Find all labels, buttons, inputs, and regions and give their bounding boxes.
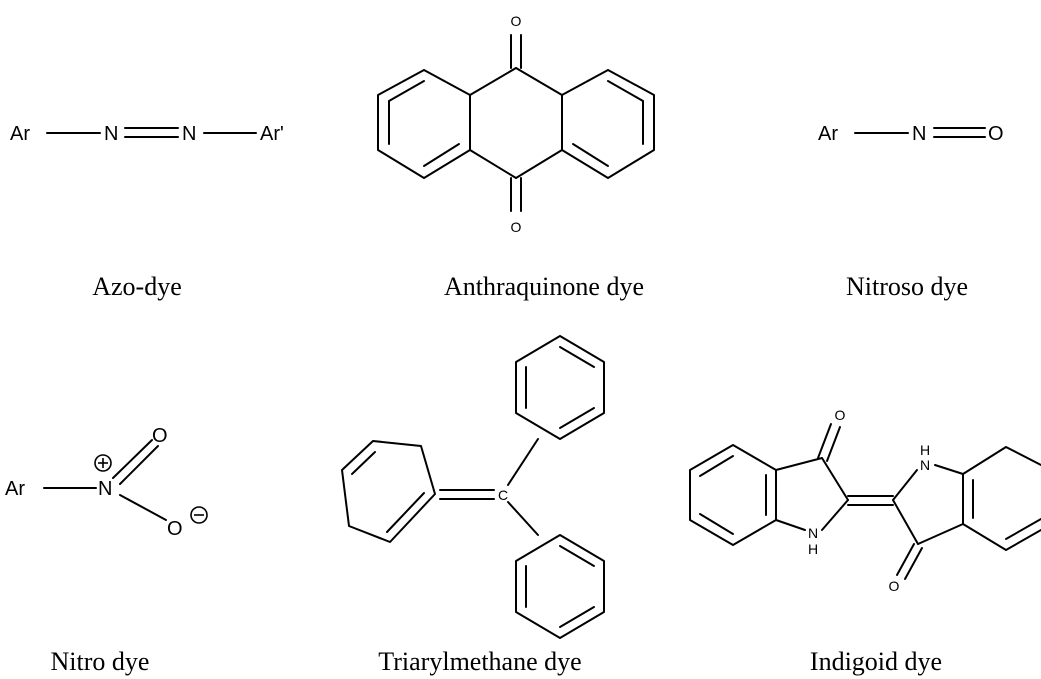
triarylmethane-bottom-double-2 xyxy=(559,606,595,628)
triarylmethane-quinoid-double-1 xyxy=(351,451,376,475)
indigoid-top-oxygen: O xyxy=(835,407,846,423)
indigoid-bottom-carbonyl-a xyxy=(896,543,915,576)
triarylmethane-bottom-double-1 xyxy=(559,545,595,567)
indigoid-right-n-bond-b xyxy=(934,464,964,475)
triarylmethane-c-top-bond xyxy=(507,438,539,486)
indigoid-bottom-oxygen: O xyxy=(889,578,900,594)
nitroso-n-label: N xyxy=(912,123,926,145)
indigoid-right-benzene-ring xyxy=(962,446,1041,551)
indigoid-left-c2-bond xyxy=(821,457,849,501)
anthraquinone-right-double-1 xyxy=(607,80,644,102)
azo-n2-label: N xyxy=(182,123,196,145)
nitroso-dye-caption: Nitroso dye xyxy=(846,272,968,301)
triarylmethane-dye-caption: Triarylmethane dye xyxy=(378,647,581,676)
nitro-o1-label: O xyxy=(152,425,168,447)
anthraquinone-structure: O O xyxy=(377,13,655,235)
positive-charge-icon xyxy=(94,454,112,472)
indigoid-right-n-bond-a xyxy=(892,469,918,501)
indigoid-right-double-2 xyxy=(1005,518,1041,540)
anthraquinone-left-double-1 xyxy=(388,80,425,102)
indigoid-structure: N H O H N O xyxy=(689,407,1041,594)
indigoid-right-c3-bond xyxy=(892,499,919,545)
negative-charge-icon xyxy=(190,506,208,524)
anthraquinone-central-bond-2 xyxy=(515,67,563,96)
anthraquinone-top-oxygen: O xyxy=(511,13,522,29)
azo-ar-label: Ar xyxy=(10,123,30,145)
indigoid-left-n-bond-b xyxy=(775,519,806,531)
triarylmethane-top-ring xyxy=(515,335,605,440)
nitro-n-o-double-a xyxy=(112,439,153,479)
triarylmethane-c-bottom-bond xyxy=(507,501,539,536)
triarylmethane-quinoid-double-2 xyxy=(386,492,425,533)
indigoid-left-c3-bond xyxy=(775,457,823,471)
azo-n1-label: N xyxy=(104,123,118,145)
anthraquinone-right-double-3 xyxy=(572,143,609,167)
nitro-n-o-double-b xyxy=(119,445,159,485)
nitro-dye-caption: Nitro dye xyxy=(51,647,150,676)
anthraquinone-central-bond-3 xyxy=(469,149,517,179)
anthraquinone-left-double-3 xyxy=(423,143,460,167)
triarylmethane-bottom-ring xyxy=(515,534,605,639)
indigoid-right-c3a-bond xyxy=(917,523,964,545)
indigoid-bottom-h: H xyxy=(808,541,818,557)
indigoid-dye-caption: Indigoid dye xyxy=(810,647,942,676)
nitro-ar-label: Ar xyxy=(5,478,25,500)
nitroso-ar-label: Ar xyxy=(818,123,838,145)
anthraquinone-left-ring xyxy=(377,69,471,179)
triarylmethane-top-double-2 xyxy=(559,407,595,429)
anthraquinone-central-bond-1 xyxy=(469,67,517,96)
triarylmethane-structure: C xyxy=(341,335,605,639)
triarylmethane-top-double-1 xyxy=(559,346,595,368)
indigoid-left-n-bond-a xyxy=(821,499,849,531)
nitroso-o-label: O xyxy=(988,123,1004,145)
nitro-o2-label: O xyxy=(167,518,183,540)
indigoid-bottom-n: N xyxy=(808,525,818,541)
indigoid-left-benzene-ring xyxy=(689,444,777,546)
indigoid-bottom-carbonyl-b xyxy=(904,547,923,580)
nitroso-dye-structure: Ar N O xyxy=(818,123,1004,145)
anthraquinone-central-bond-4 xyxy=(515,149,563,179)
triarylmethane-quinoid-ring xyxy=(341,440,436,543)
azo-dye-caption: Azo-dye xyxy=(92,272,182,301)
indigoid-top-carbonyl-a xyxy=(817,423,832,459)
indigoid-top-carbonyl-b xyxy=(826,426,841,462)
indigoid-top-n: N xyxy=(920,457,930,473)
nitro-dye-structure: Ar N O O xyxy=(5,425,208,540)
anthraquinone-dye-caption: Anthraquinone dye xyxy=(444,272,644,301)
nitro-n-label: N xyxy=(98,478,112,500)
indigoid-left-double-1 xyxy=(699,455,734,477)
azo-dye-structure: Ar N N Ar' xyxy=(10,123,284,145)
triarylmethane-carbon: C xyxy=(498,487,508,503)
anthraquinone-bottom-oxygen: O xyxy=(511,219,522,235)
nitro-n-o-single xyxy=(119,494,167,521)
azo-ar2-label: Ar' xyxy=(260,123,284,145)
indigoid-top-h: H xyxy=(920,442,930,458)
indigoid-left-double-3 xyxy=(699,513,734,535)
anthraquinone-right-ring xyxy=(561,69,655,179)
